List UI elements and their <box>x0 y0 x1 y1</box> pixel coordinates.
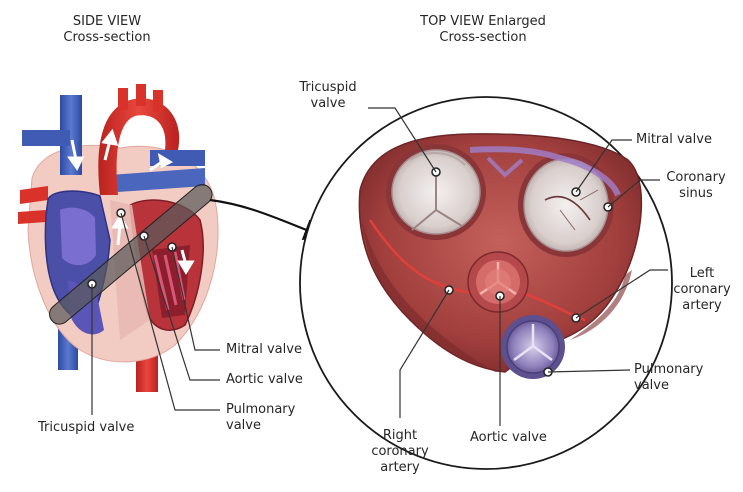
top-label-coronary-sinus-line1: Coronary <box>662 170 730 186</box>
top-label-tricuspid-line2: valve <box>288 96 368 112</box>
side-label-mitral: Mitral valve <box>226 342 302 358</box>
top-view-title: TOP VIEW Enlarged Cross-section <box>398 14 568 46</box>
top-label-pulmonary-line2: valve <box>634 378 703 394</box>
side-label-aortic: Aortic valve <box>226 372 303 388</box>
pulmonary-vein-left <box>22 130 70 146</box>
side-label-pulmonary: Pulmonary valve <box>226 402 295 434</box>
top-label-right-coronary-line1: Right <box>364 428 436 444</box>
side-view-heart <box>18 84 218 392</box>
top-label-coronary-sinus: Coronary sinus <box>662 170 730 202</box>
top-label-coronary-sinus-line2: sinus <box>662 186 730 202</box>
enlarge-arrow <box>210 200 322 236</box>
top-label-left-coronary-line2: coronary <box>666 282 738 298</box>
top-label-pulmonary-line1: Pulmonary <box>634 362 703 378</box>
top-view-title-line2: Cross-section <box>398 30 568 46</box>
side-label-tricuspid: Tricuspid valve <box>38 420 134 436</box>
top-view-title-line1: TOP VIEW Enlarged <box>398 14 568 30</box>
top-label-left-coronary-line1: Left <box>666 266 738 282</box>
side-view-title: SIDE VIEW Cross-section <box>52 14 162 46</box>
top-label-tricuspid: Tricuspid valve <box>288 80 368 112</box>
top-label-right-coronary-line3: artery <box>364 460 436 476</box>
top-label-mitral: Mitral valve <box>636 132 712 148</box>
side-label-pulmonary-line2: valve <box>226 418 295 434</box>
top-label-right-coronary: Right coronary artery <box>364 428 436 476</box>
top-label-pulmonary: Pulmonary valve <box>634 362 703 394</box>
top-label-aortic: Aortic valve <box>470 430 547 446</box>
side-view-title-line1: SIDE VIEW <box>52 14 162 30</box>
side-view-title-line2: Cross-section <box>52 30 162 46</box>
top-label-left-coronary: Left coronary artery <box>666 266 738 314</box>
top-label-tricuspid-line1: Tricuspid <box>288 80 368 96</box>
side-label-pulmonary-line1: Pulmonary <box>226 402 295 418</box>
top-label-left-coronary-line3: artery <box>666 298 738 314</box>
top-label-right-coronary-line2: coronary <box>364 444 436 460</box>
